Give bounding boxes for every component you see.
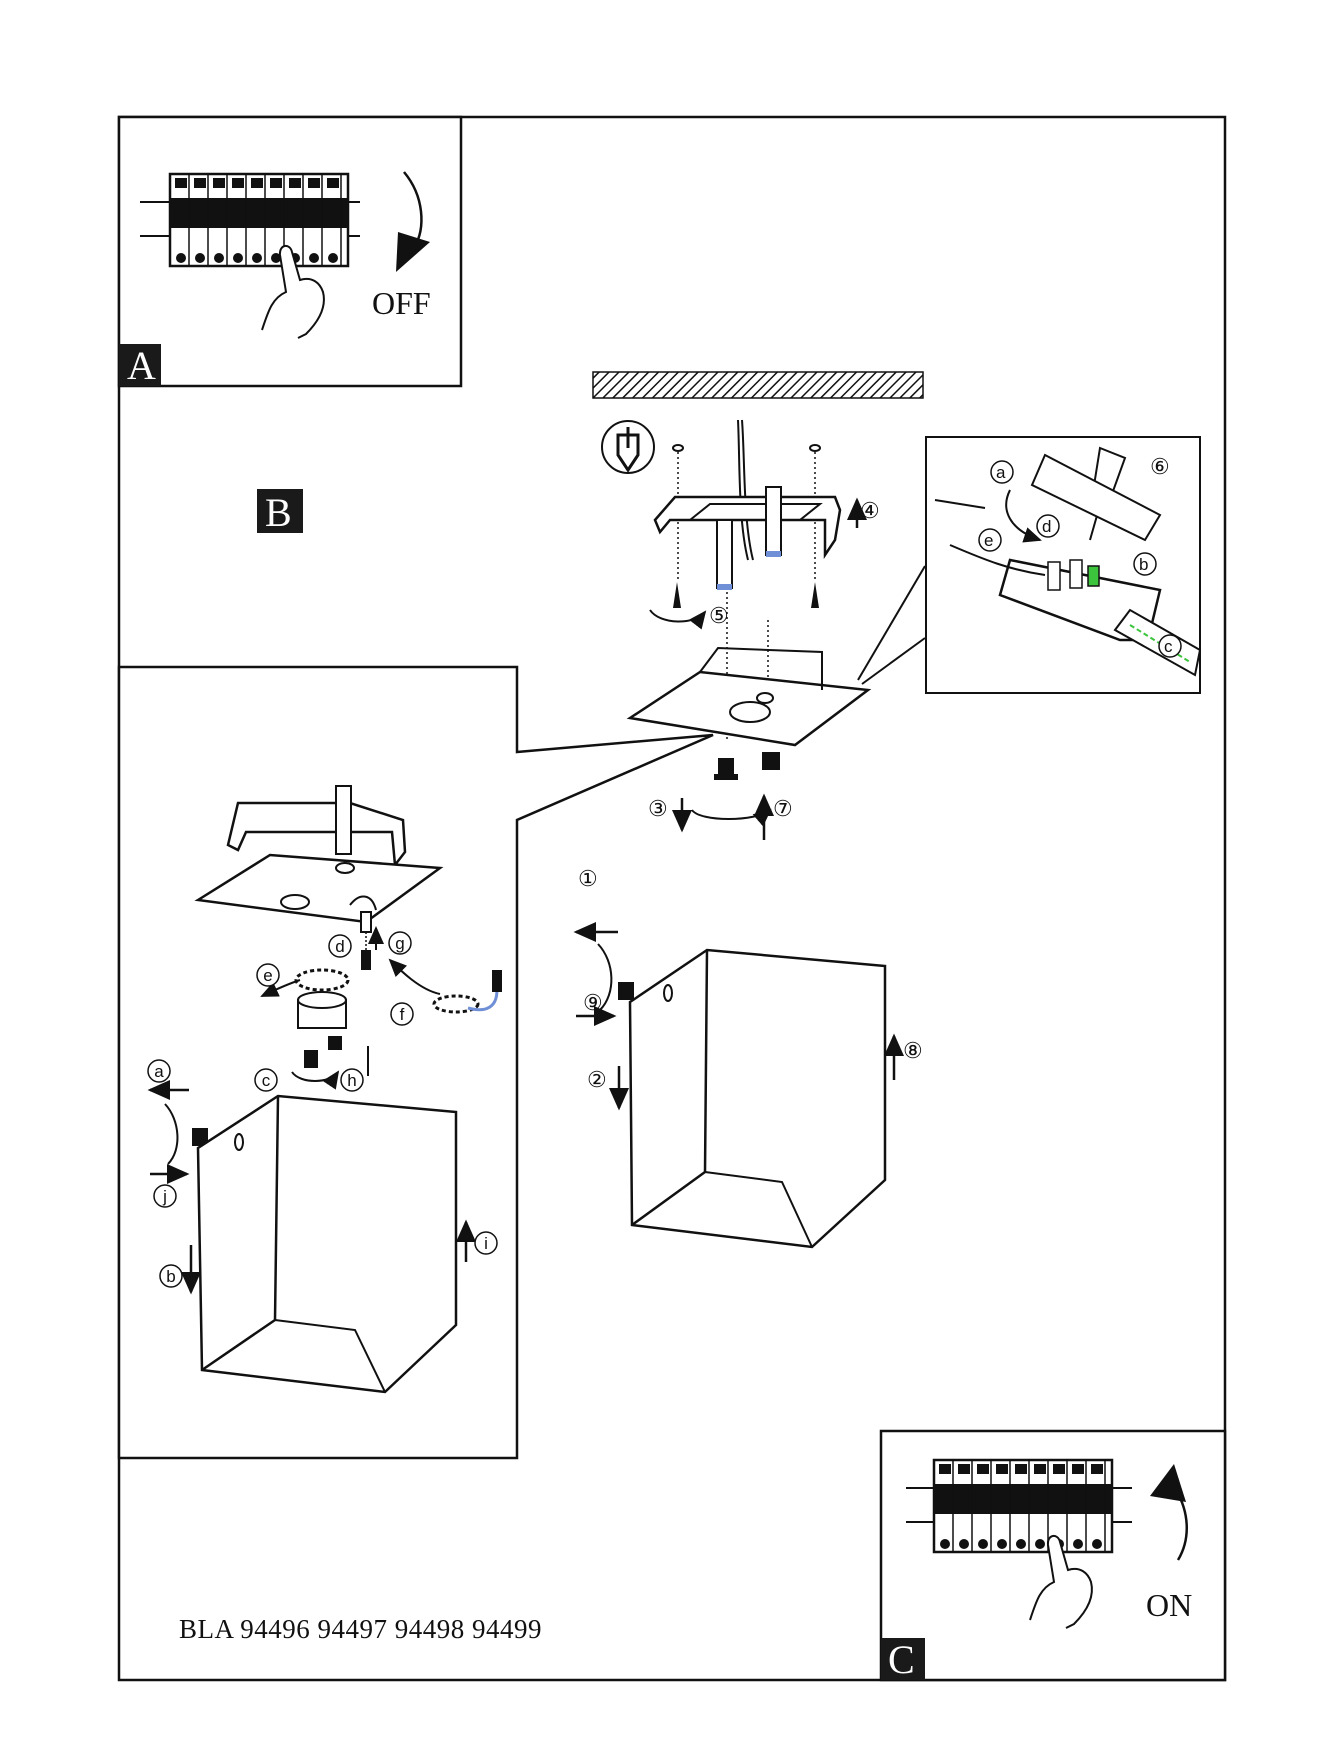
- substep-h: h: [347, 1071, 356, 1090]
- breaker-switch: [1015, 1464, 1027, 1474]
- substep-e: e: [263, 966, 272, 985]
- substep-g-circle: [388, 931, 412, 955]
- step-8: ⑧: [903, 1038, 923, 1063]
- breaker-terminal: [940, 1539, 950, 1549]
- breaker-terminal: [252, 253, 262, 263]
- breaker-terminal: [997, 1539, 1007, 1549]
- breaker-switch: [251, 178, 263, 188]
- hand-icon: [1029, 1535, 1093, 1629]
- substep-g: g: [395, 934, 404, 953]
- mounting-assembly: [601, 419, 872, 840]
- substep-c-circle: [254, 1068, 278, 1092]
- substep-c: c: [262, 1071, 271, 1090]
- breaker-switch: [194, 178, 206, 188]
- breaker-switch: [270, 178, 282, 188]
- on-label: ON: [1146, 1587, 1192, 1623]
- substep-i-circle: [474, 1231, 498, 1255]
- panel-b-plate: [194, 853, 444, 924]
- substep-d: d: [335, 937, 344, 956]
- off-label: OFF: [372, 285, 431, 321]
- breaker-switch: [958, 1464, 970, 1474]
- breaker-terminal: [271, 253, 281, 263]
- step-4: ④: [860, 498, 880, 523]
- breaker-switch: [308, 178, 320, 188]
- substep-e-circle: [256, 963, 280, 987]
- substep-a-circle: [147, 1059, 171, 1083]
- substep-a: a: [154, 1062, 164, 1081]
- wall-plug-icon: [601, 420, 655, 474]
- tag-b-bg: [257, 489, 303, 533]
- detail-substep-e: e: [984, 531, 993, 550]
- substep-j: j: [162, 1187, 167, 1206]
- breaker-terminal: [309, 253, 319, 263]
- detail-substep-b: b: [1139, 555, 1148, 574]
- ceiling-hatch-icon: [592, 371, 924, 399]
- tag-a: A: [127, 343, 156, 388]
- breaker-switch: [1053, 1464, 1065, 1474]
- step-3: ③: [648, 796, 668, 821]
- substep-j-circle: [153, 1184, 177, 1208]
- breaker-switch: [232, 178, 244, 188]
- substep-h-circle: [340, 1068, 364, 1092]
- substep-b: b: [166, 1267, 175, 1286]
- panel-a: OFF A: [117, 115, 463, 388]
- step-9: ⑨: [583, 990, 603, 1015]
- breaker-terminal: [195, 253, 205, 263]
- breaker-switch: [996, 1464, 1008, 1474]
- breaker-terminal: [328, 253, 338, 263]
- wiring-detail: ⑥ a b c d e: [925, 436, 1202, 694]
- hand-icon: [261, 245, 325, 339]
- detail-substep-a: a: [996, 463, 1006, 482]
- detail-step-number: ⑥: [1150, 454, 1170, 479]
- breaker-terminal: [1035, 1539, 1045, 1549]
- breaker-terminal: [233, 253, 243, 263]
- breaker-terminal: [176, 253, 186, 263]
- breaker-switch: [1034, 1464, 1046, 1474]
- substep-d-circle: [328, 934, 352, 958]
- breaker-terminal: [1073, 1539, 1083, 1549]
- breaker-switch: [939, 1464, 951, 1474]
- detail-substep-d: d: [1042, 517, 1051, 536]
- model-numbers: BLA 94496 94497 94498 94499: [179, 1614, 542, 1644]
- breaker-switch: [213, 178, 225, 188]
- substep-f-circle: [390, 1002, 414, 1026]
- tag-c-bg: [881, 1638, 925, 1680]
- step-7: ⑦: [773, 796, 793, 821]
- step-2: ②: [587, 1067, 607, 1092]
- step-1: ①: [578, 866, 598, 891]
- substep-i: i: [484, 1234, 488, 1253]
- breaker-terminal: [959, 1539, 969, 1549]
- breaker-switch: [1072, 1464, 1084, 1474]
- breaker-terminal: [214, 253, 224, 263]
- breaker-switch: [289, 178, 301, 188]
- main-fixture: [573, 922, 904, 1249]
- breaker-switch: [327, 178, 339, 188]
- substep-b-circle: [159, 1264, 183, 1288]
- tag-b: B: [265, 490, 292, 535]
- breaker-terminal: [1092, 1539, 1102, 1549]
- panel-b-assembly: [147, 785, 502, 1394]
- ceiling-plate: [626, 670, 872, 747]
- substep-f: f: [400, 1005, 405, 1024]
- breaker-terminal: [1016, 1539, 1026, 1549]
- tag-c: C: [888, 1637, 915, 1682]
- breaker-terminal: [978, 1539, 988, 1549]
- step-5: ⑤: [709, 603, 729, 628]
- panel-c: ON C: [879, 1429, 1227, 1682]
- breaker-panel-icon: [140, 172, 360, 268]
- tag-a-bg: [119, 344, 161, 386]
- breaker-switch: [977, 1464, 989, 1474]
- breaker-switch: [175, 178, 187, 188]
- breaker-panel-icon: [906, 1458, 1132, 1554]
- detail-substep-c: c: [1164, 637, 1173, 656]
- breaker-switch: [1091, 1464, 1103, 1474]
